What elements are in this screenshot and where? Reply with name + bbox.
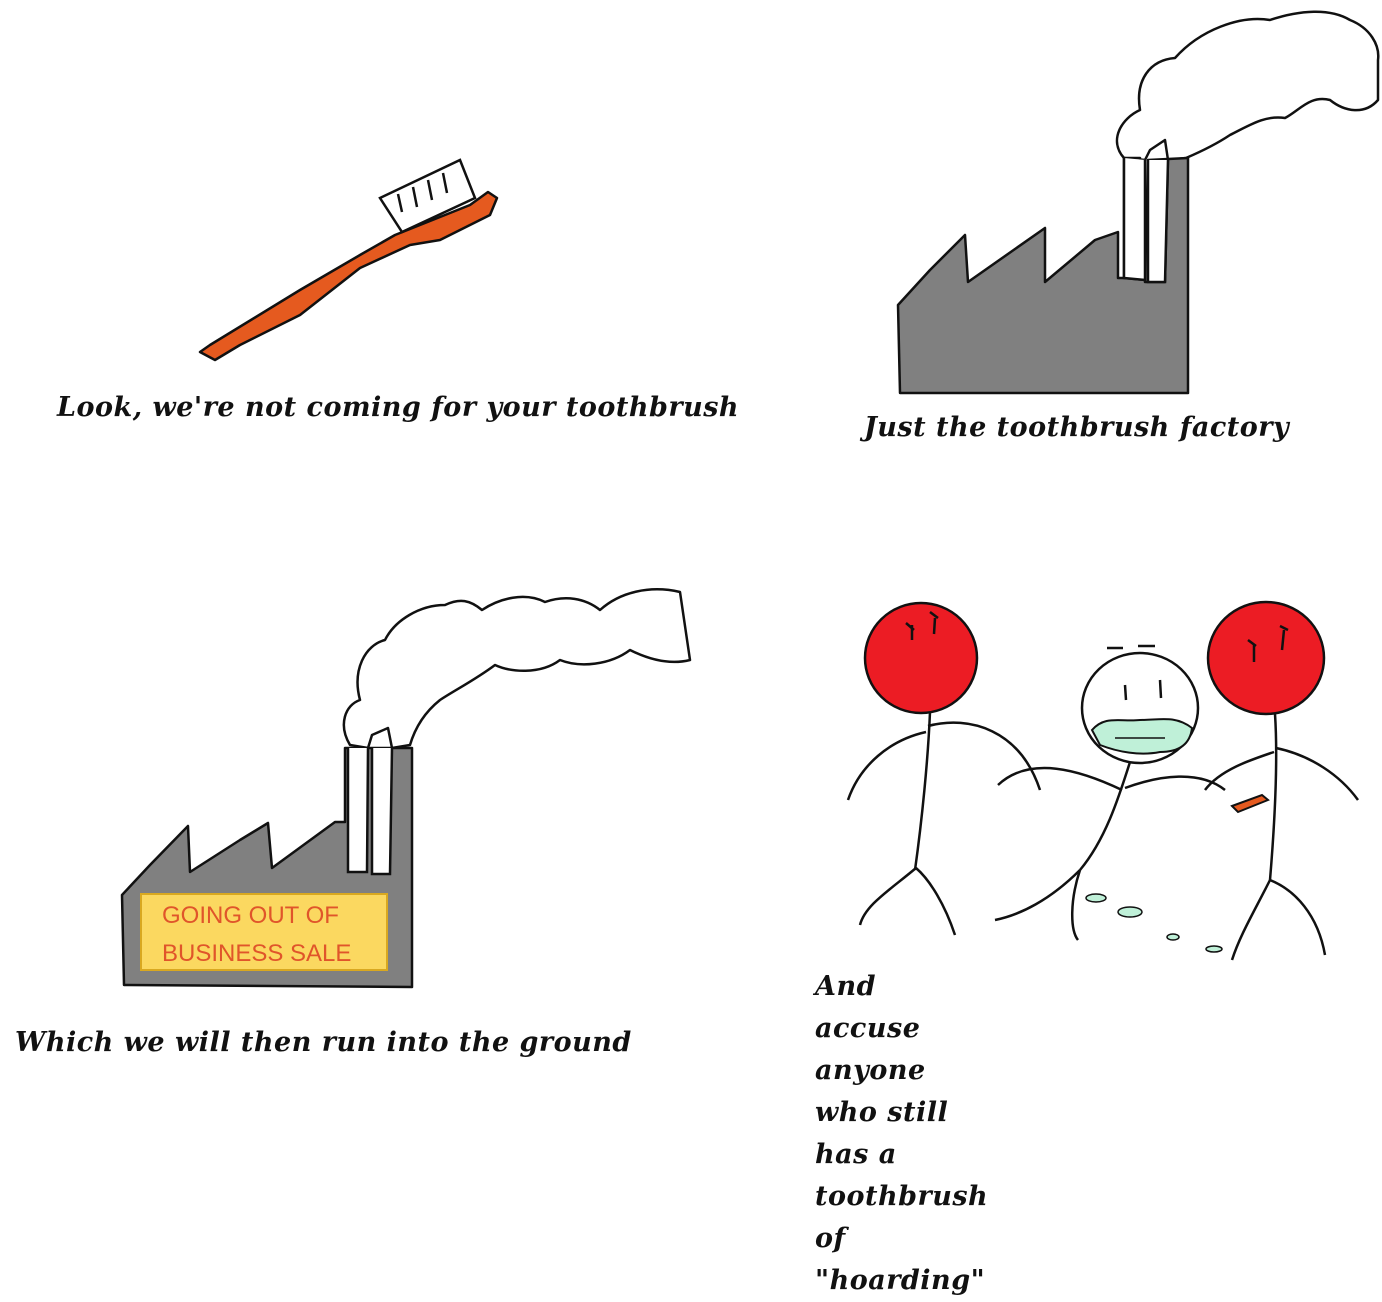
factory-illustration — [896, 10, 1380, 395]
toothbrush-illustration — [198, 158, 499, 362]
middle-figure-with-foam — [994, 644, 1226, 953]
factory-smoke — [1115, 10, 1380, 162]
left-red-figure — [846, 601, 1042, 936]
going-out-of-business-sign: GOING OUT OF BUSINESS SALE — [140, 893, 388, 971]
sign-line-2: BUSINESS SALE — [162, 940, 352, 967]
caption-run-into-ground: Which we will then run into the ground — [15, 1027, 632, 1058]
closing-factory-smoke — [342, 588, 692, 750]
caption-hoarding-line-2: toothbrush of "hoarding" — [815, 1181, 989, 1296]
caption-hoarding-line-1: And accuse anyone who still has a — [815, 971, 949, 1170]
caption-factory: Just the toothbrush factory — [864, 412, 1290, 443]
stick-figures-illustration — [846, 600, 1360, 961]
hoarded-toothbrush — [1230, 793, 1270, 814]
sign-line-1: GOING OUT OF — [162, 902, 339, 929]
caption-toothbrush: Look, we're not coming for your toothbru… — [57, 392, 740, 423]
toothbrush-bristles — [378, 158, 477, 234]
right-red-figure — [1204, 600, 1360, 961]
toothbrush-handle — [198, 190, 499, 362]
caption-hoarding: And accuse anyone who still has a toothb… — [815, 966, 988, 1302]
